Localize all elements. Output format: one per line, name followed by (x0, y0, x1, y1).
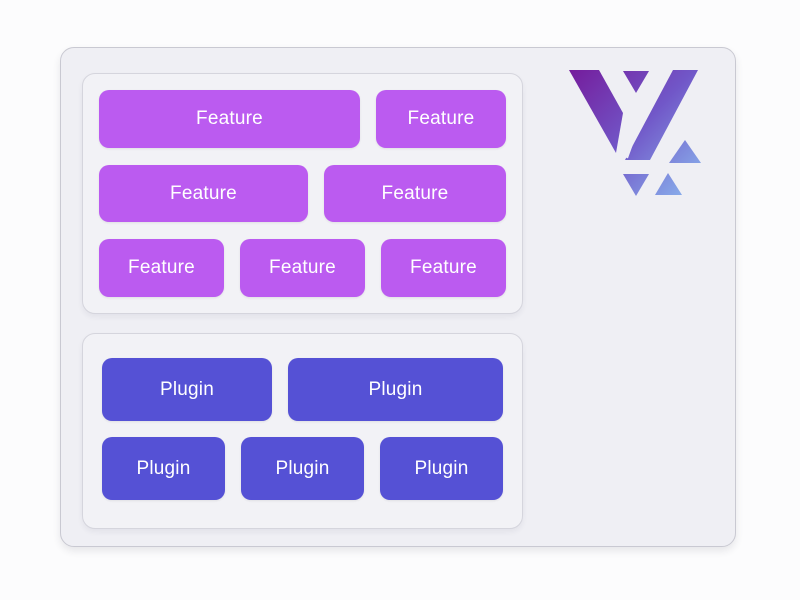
plugins-row-2: Plugin Plugin Plugin (102, 437, 503, 500)
feature-button[interactable]: Feature (381, 239, 506, 298)
plugin-button[interactable]: Plugin (288, 358, 503, 421)
plugin-button[interactable]: Plugin (380, 437, 503, 500)
features-row-1: Feature Feature (99, 90, 506, 148)
logo-seam (626, 91, 652, 159)
v-logo-icon (569, 70, 701, 196)
logo-left-stroke (569, 70, 623, 153)
logo-right-stroke (625, 70, 698, 160)
plugins-card: Plugin Plugin Plugin Plugin Plugin (82, 333, 523, 529)
plugin-button[interactable]: Plugin (102, 358, 272, 421)
feature-button[interactable]: Feature (376, 90, 506, 148)
plugin-button[interactable]: Plugin (241, 437, 364, 500)
logo-top-triangle (623, 71, 649, 93)
feature-button[interactable]: Feature (324, 164, 506, 223)
logo-mid-right-triangle (669, 140, 701, 163)
plugin-button[interactable]: Plugin (102, 437, 225, 500)
feature-button[interactable]: Feature (99, 164, 308, 223)
features-row-3: Feature Feature Feature (99, 239, 506, 298)
logo-bottom-left-triangle (623, 174, 649, 196)
plugins-row-1: Plugin Plugin (102, 358, 503, 421)
feature-button[interactable]: Feature (99, 90, 360, 148)
logo-bottom-right-triangle (655, 173, 682, 195)
feature-button[interactable]: Feature (240, 239, 365, 298)
diagram-panel: Feature Feature Feature Feature Feature … (60, 47, 736, 547)
features-card: Feature Feature Feature Feature Feature … (82, 73, 523, 314)
features-row-2: Feature Feature (99, 164, 506, 223)
feature-button[interactable]: Feature (99, 239, 224, 298)
